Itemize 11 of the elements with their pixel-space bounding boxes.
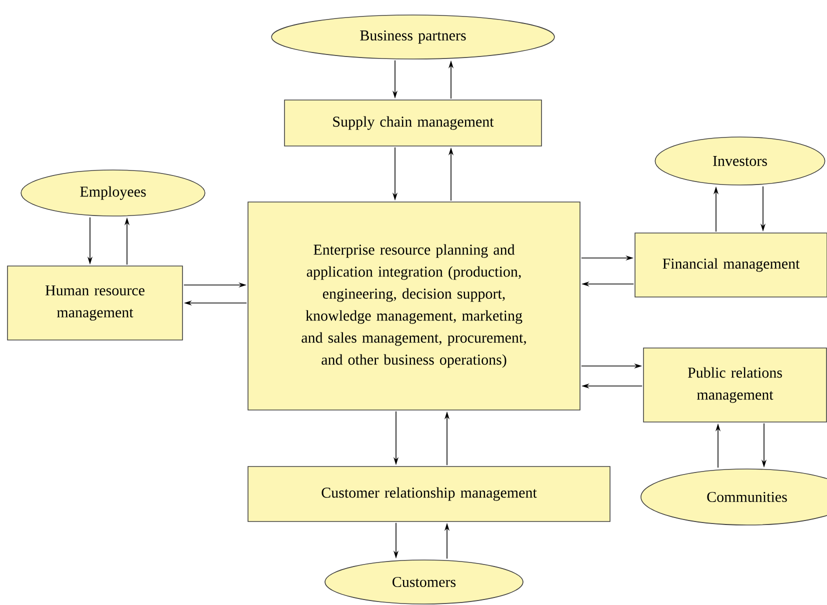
ellipse-node: Employees [20,170,206,216]
process-box: Financial management [634,232,827,298]
process-box: Customer relationship management [248,466,610,522]
ellipse-node: Investors [654,136,826,186]
ellipse-node: Customers [324,560,524,604]
process-box: Human resource management [7,266,183,340]
ellipse-node: Communities [640,468,827,526]
ellipse-node: Business partners [271,14,555,60]
process-box: Supply chain management [284,100,542,146]
process-box: Enterprise resource planning and application integration (production, engineering, decision support, knowledge management, marketing and sales management, procurement, and other business operations) [248,202,580,410]
process-box: Public relations management [643,348,827,422]
